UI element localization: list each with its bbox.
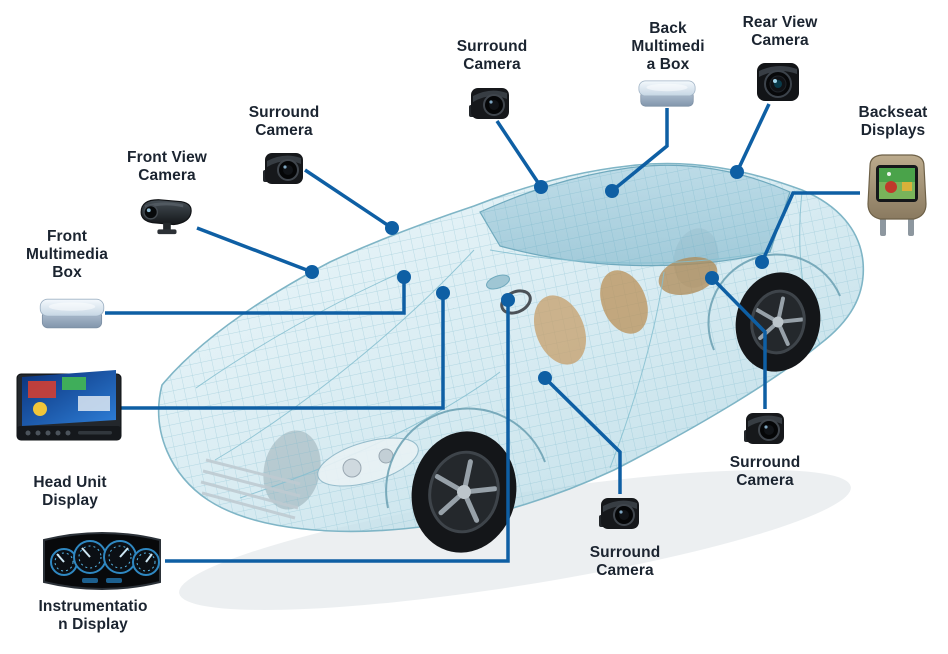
surround-camera-icon [743, 408, 787, 448]
surround-camera-icon [262, 148, 306, 188]
connector-front-multimedia-box [105, 277, 406, 315]
front-view-camera-icon [133, 194, 199, 238]
headlight [317, 437, 419, 487]
multimedia-box-icon [38, 296, 106, 332]
connector-instrumentation [165, 300, 510, 563]
connector-back-multimedia-box [610, 108, 669, 193]
label-surround-camera-right: Surround Camera [729, 454, 801, 489]
headrest-display-icon [860, 152, 934, 240]
connection-dot-rear-camera [730, 165, 744, 179]
label-surround-camera-left: Surround Camera [248, 104, 320, 139]
steering-wheel [500, 289, 532, 315]
surround-camera-icon [468, 83, 512, 123]
label-backseat-displays: Backseat Displays [858, 104, 928, 139]
connection-dot-front-camera [305, 265, 319, 279]
head-unit-display-icon [16, 368, 122, 448]
connector-surround-camera-top [495, 120, 543, 188]
connector-front-view-camera [196, 226, 313, 274]
label-rear-view-camera: Rear View Camera [742, 14, 818, 49]
connection-dot-surround-left [385, 221, 399, 235]
glass-canopy [479, 164, 791, 267]
connector-surround-camera-left [304, 168, 393, 230]
side-mirror [486, 274, 510, 290]
connector-head-unit-display [121, 293, 445, 410]
connection-dot-front-box [397, 270, 411, 284]
car-shadow [179, 470, 851, 610]
label-front-multimedia-box: Front Multimedia Box [26, 228, 108, 281]
interior-seats [533, 256, 718, 365]
label-back-multimedia-box: Back Multimedi a Box [631, 20, 705, 73]
connection-dot-head-unit [436, 286, 450, 300]
label-surround-camera-top: Surround Camera [456, 38, 528, 73]
label-head-unit-display: Head Unit Display [33, 474, 107, 509]
connection-dot-instrumentation [501, 293, 515, 307]
connector-surround-camera-right [710, 276, 767, 409]
connection-dot-backseat [755, 255, 769, 269]
connection-dot-back-box [605, 184, 619, 198]
front-wheel [411, 431, 517, 553]
wheel-arches [385, 253, 841, 509]
label-surround-camera-bottom: Surround Camera [589, 544, 661, 579]
label-front-view-camera: Front View Camera [127, 149, 207, 184]
surround-camera-icon [598, 493, 642, 533]
connection-dot-surround-top [534, 180, 548, 194]
connection-dot-surround-right [705, 271, 719, 285]
connection-dot-surround-bottom [538, 371, 552, 385]
rear-view-camera-icon [755, 60, 801, 104]
connector-surround-camera-bottom [543, 376, 622, 494]
gauge-cluster-icon [38, 526, 166, 596]
connector-rear-view-camera [735, 103, 771, 173]
label-instrumentation-display: Instrumentatio n Display [38, 598, 148, 633]
connector-backseat-displays [760, 191, 860, 263]
front-grille [200, 458, 301, 520]
multimedia-box-icon [637, 78, 697, 110]
